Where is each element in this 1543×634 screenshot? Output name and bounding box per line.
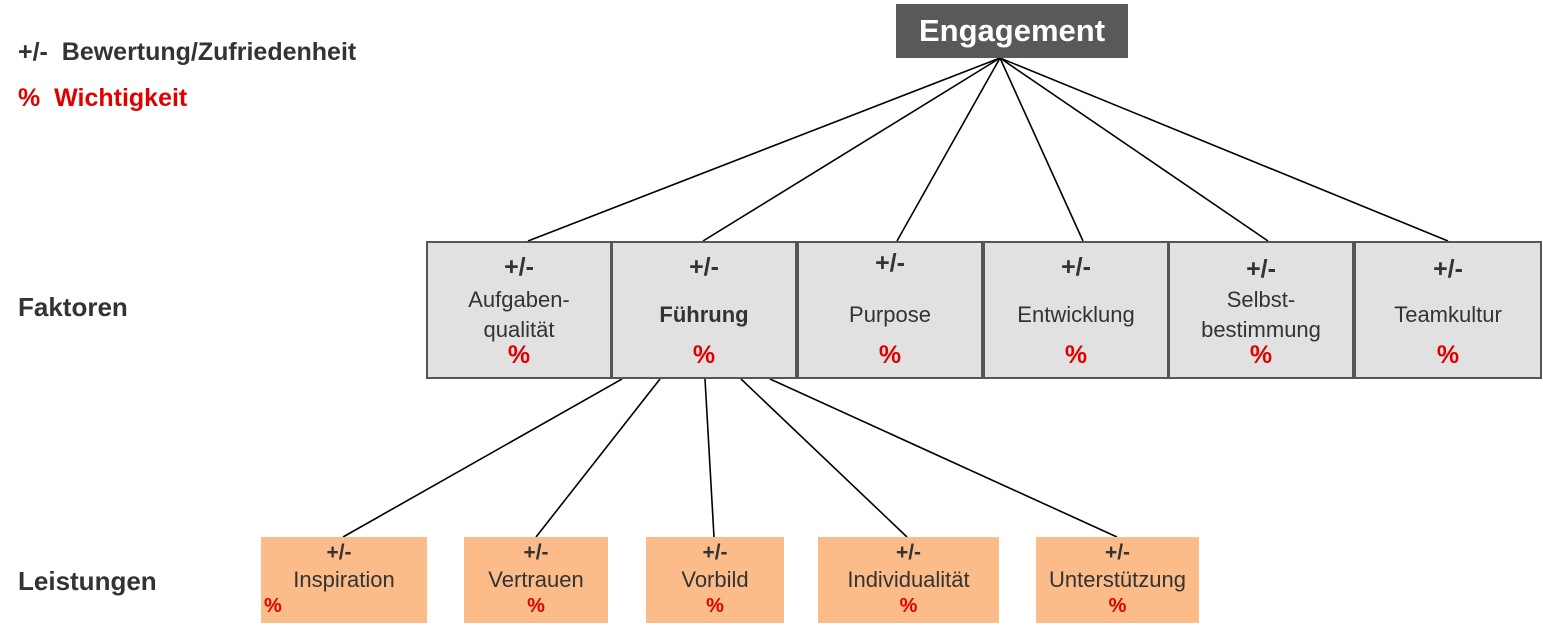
connector-fuehrung-vertrauen <box>535 378 661 538</box>
factor-label: Aufgaben- qualität <box>468 287 570 342</box>
service-rating: +/- <box>523 541 549 564</box>
factor-box-fuehrung: +/- Führung % <box>611 241 797 379</box>
factor-rating: +/- <box>1433 255 1463 283</box>
service-box-vertrauen: +/- Vertrauen % <box>464 537 608 623</box>
connector-fuehrung-individualitaet <box>740 378 908 538</box>
factor-importance: % <box>1436 341 1460 369</box>
service-box-inspiration: +/- Inspiration % <box>261 537 427 623</box>
factor-importance: % <box>507 341 531 369</box>
factor-label: Führung <box>659 302 749 327</box>
factor-box-aufgabenqualitaet: +/- Aufgaben- qualität % <box>426 241 612 379</box>
legend-rating: +/- Bewertung/Zufriedenheit <box>18 38 357 66</box>
factor-rating: +/- <box>504 253 534 281</box>
factor-box-teamkultur: +/- Teamkultur % <box>1354 241 1542 379</box>
row-label-factors: Faktoren <box>18 292 128 322</box>
factor-rating: +/- <box>1061 253 1091 281</box>
connector-fuehrung-inspiration <box>342 378 623 538</box>
connector-root-fuehrung <box>702 57 1001 242</box>
service-box-individualitaet: +/- Individualität % <box>818 537 999 623</box>
service-label: Individualität <box>847 567 970 592</box>
factor-rating: +/- <box>875 249 905 277</box>
connector-root-teamkultur <box>999 57 1449 242</box>
connector-fuehrung-vorbild <box>704 378 715 538</box>
factor-box-entwicklung: +/- Entwicklung % <box>983 241 1169 379</box>
service-rating: +/- <box>702 541 728 564</box>
service-box-vorbild: +/- Vorbild % <box>646 537 784 623</box>
service-rating: +/- <box>1104 541 1131 564</box>
service-importance: % <box>899 595 918 617</box>
factor-rating: +/- <box>689 253 719 281</box>
factor-label: Teamkultur <box>1394 302 1502 327</box>
factor-importance: % <box>878 341 902 369</box>
factor-box-purpose: +/- Purpose % <box>797 241 983 379</box>
factor-rating: +/- <box>1246 255 1276 283</box>
factor-importance: % <box>1064 341 1088 369</box>
legend-importance: % Wichtigkeit <box>18 84 188 112</box>
factor-label: Purpose <box>849 302 931 327</box>
service-label: Vorbild <box>681 567 749 592</box>
service-importance: % <box>706 595 724 617</box>
connector-fuehrung-unterstuetzung <box>769 378 1118 538</box>
connector-root-purpose <box>896 57 1001 242</box>
connector-root-entwicklung <box>999 57 1084 242</box>
factor-label: Entwicklung <box>1017 302 1135 327</box>
root-node-engagement: Engagement <box>896 4 1128 58</box>
connector-root-selbstbestimmung <box>999 57 1269 242</box>
service-box-unterstuetzung: +/- Unterstützung % <box>1036 537 1199 623</box>
factor-importance: % <box>1249 341 1273 369</box>
service-label: Vertrauen <box>488 567 584 592</box>
factor-box-selbstbestimmung: +/- Selbst- bestimmung % <box>1168 241 1354 379</box>
connector-root-aufgabenqualitaet <box>527 57 1001 242</box>
factor-label: Selbst- bestimmung <box>1201 287 1321 342</box>
service-rating: +/- <box>895 541 922 564</box>
service-importance: % <box>1108 595 1127 617</box>
service-rating: +/- <box>326 541 352 564</box>
service-label: Inspiration <box>293 567 395 592</box>
service-importance: % <box>527 595 545 617</box>
factor-importance: % <box>692 341 716 369</box>
row-label-services: Leistungen <box>18 566 157 596</box>
service-label: Unterstützung <box>1049 567 1186 592</box>
service-importance: % <box>264 595 282 617</box>
